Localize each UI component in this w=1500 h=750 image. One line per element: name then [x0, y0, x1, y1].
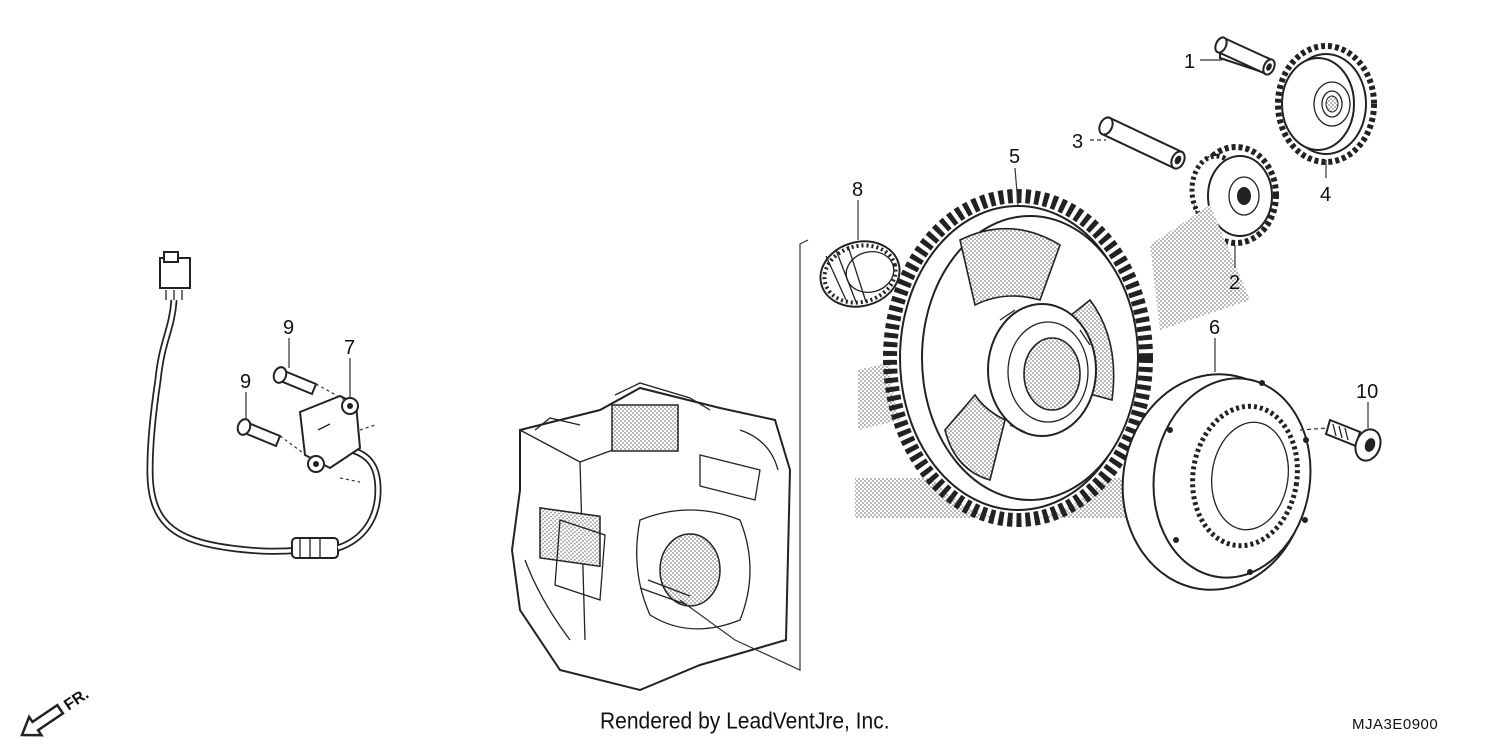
leader-lines — [245, 59, 1369, 671]
callout-4: 4 — [1320, 184, 1331, 206]
part-8-needle-bearing[interactable] — [813, 233, 907, 316]
part-10-bolt[interactable] — [1324, 418, 1385, 464]
part-9-bolt-upper[interactable] — [272, 365, 318, 396]
callout-9-upper: 9 — [283, 317, 294, 339]
part-5-driven-gear[interactable] — [883, 189, 1153, 527]
callout-9-lower: 9 — [240, 371, 251, 393]
front-label: FR. — [61, 686, 92, 715]
engine-block — [510, 382, 792, 692]
callout-7: 7 — [344, 337, 355, 359]
part-3-shaft[interactable] — [1097, 115, 1187, 170]
part-9-bolt-lower[interactable] — [236, 417, 282, 448]
pulse-generator-harness — [146, 251, 382, 559]
callout-5: 5 — [1009, 146, 1020, 168]
callout-10: 10 — [1356, 381, 1378, 403]
callout-8: 8 — [852, 179, 863, 201]
callout-1: 1 — [1184, 51, 1195, 73]
front-direction-arrow: FR. — [20, 686, 92, 737]
part-2-gear[interactable] — [1189, 144, 1279, 246]
callout-6: 6 — [1209, 317, 1220, 339]
callout-3: 3 — [1072, 131, 1083, 153]
part-1-shaft[interactable] — [1213, 36, 1277, 77]
part-4-gear[interactable] — [1275, 43, 1377, 165]
diagram-code: MJA3E0900 — [1352, 716, 1439, 733]
callout-2: 2 — [1229, 272, 1240, 294]
part-6-starter-clutch[interactable] — [1109, 362, 1323, 602]
credit-text: Rendered by LeadVentJre, Inc. — [600, 708, 890, 735]
